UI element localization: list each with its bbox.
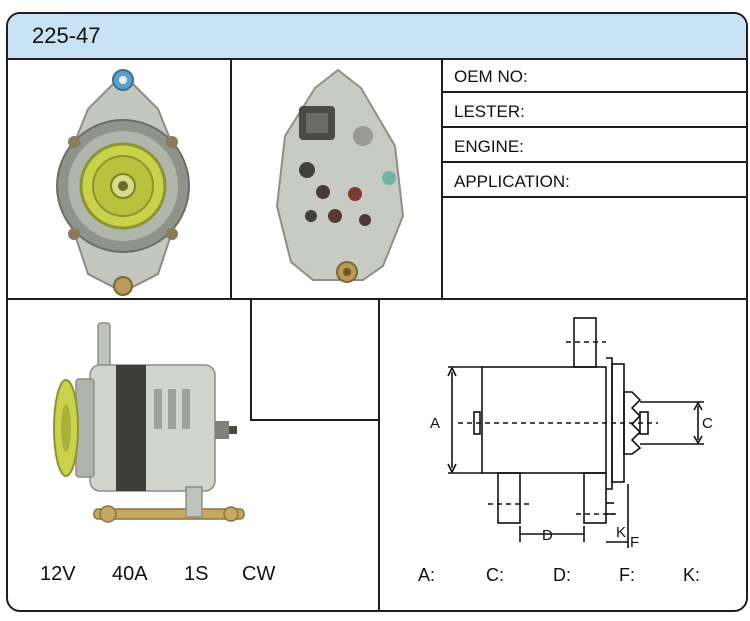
dimension-k-label: K: [683, 565, 701, 585]
divider [441, 58, 443, 298]
alternator-side-photo [53, 322, 245, 523]
diagram-letter-k: K [616, 524, 626, 541]
lester-label: LESTER: [454, 102, 525, 121]
pulley-value: 1S [184, 563, 209, 585]
divider [250, 298, 252, 420]
divider [8, 298, 746, 300]
alternator-rear-photo [275, 68, 405, 283]
dimension-c-label: C: [486, 565, 504, 585]
divider [442, 91, 746, 93]
diagram-letter-d: D [542, 527, 553, 544]
alternator-front-photo [56, 69, 190, 296]
dimension-a-label: A: [418, 565, 436, 585]
part-number: 225-47 [32, 23, 101, 48]
application-label: APPLICATION: [454, 172, 570, 191]
amperage-value: 40A [112, 563, 148, 585]
diagram-letter-a: A [430, 415, 440, 432]
divider [250, 419, 380, 421]
divider [442, 196, 746, 198]
dimension-diagram: A C D K F [430, 317, 713, 551]
oem-no-label: OEM NO: [454, 67, 528, 86]
diagram-letter-c: C [702, 415, 713, 432]
voltage-value: 12V [40, 563, 76, 585]
dimension-f-label: F: [619, 565, 635, 585]
divider [442, 126, 746, 128]
dimension-d-label: D: [553, 565, 571, 585]
diagram-letter-f: F [630, 534, 639, 551]
part-header: 225-47 [8, 14, 746, 60]
product-card: 225-47 OEM NO: LESTER: ENGINE: APPLICATI… [6, 12, 748, 612]
rotation-value: CW [242, 563, 276, 585]
engine-label: ENGINE: [454, 137, 524, 156]
divider [230, 58, 232, 298]
divider [442, 161, 746, 163]
divider [378, 298, 380, 610]
